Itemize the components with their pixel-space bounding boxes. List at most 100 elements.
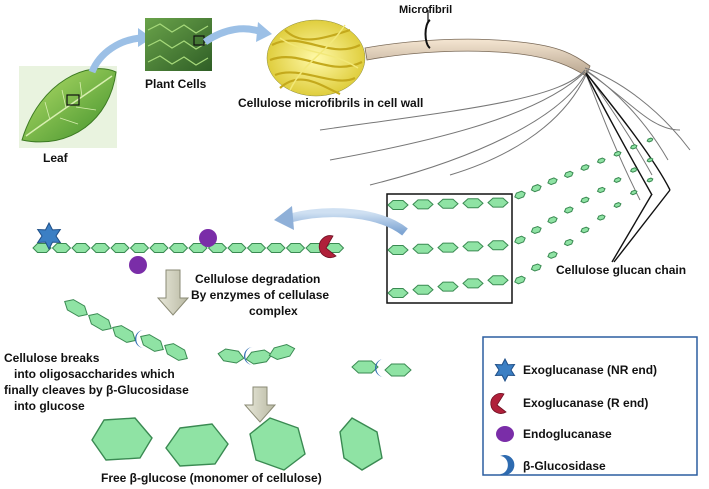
glucose-unit [514,235,526,245]
glucose-unit [149,243,169,253]
glucose-unit [646,157,654,163]
microfibril-label: Microfibril [399,4,452,16]
cells-to-fibrils-arrow [202,22,272,45]
oligosaccharide-fragments [64,299,412,377]
glucan-pointer-line-1 [611,193,653,263]
breaks-label-1: Cellulose breaks [4,351,100,365]
legend-label-exo-nr: Exoglucanase (NR end) [523,363,657,377]
legend-label-beta-glucosidase: β-Glucosidase [523,459,606,473]
glucose-unit [412,243,434,254]
glucose-unit [514,275,526,285]
glucose-unit [285,243,306,253]
glucose-unit [613,150,622,157]
plant-cells-image [145,18,212,71]
glucan-pointer-line-2 [613,189,671,263]
glucose-unit [530,263,542,272]
circle-icon [496,426,514,442]
breaks-label-3: finally cleaves by β-Glucosidase [4,383,189,397]
glucose-unit [268,343,296,361]
degradation-label-1: Cellulose degradation [195,272,320,286]
glucose-unit [487,240,509,251]
glucose-unit [110,243,130,253]
glucose-unit [563,238,574,247]
glucose-unit [437,198,459,209]
glucose-unit [351,360,379,374]
exoglucanase-nr-on-chain [36,221,62,251]
glucose-unit [246,243,267,253]
glucose-unit [90,243,111,253]
beta-glucosidase-icon [135,330,144,348]
glucose-unit [51,243,72,253]
glucose-unit [580,226,590,234]
glucose-unit [613,177,622,183]
cell-wall-label: Cellulose microfibrils in cell wall [238,96,423,110]
free-glucose-label: Free β-glucose (monomer of cellulose) [101,471,322,485]
free-glucose-monomers [91,417,383,471]
glucose-unit [596,186,606,194]
glucose-unit [140,334,164,352]
down-arrow-1 [156,269,190,316]
glucose-unit [71,243,91,253]
glucose-unit [164,343,188,361]
glucose-unit [514,190,526,200]
glucose-unit [412,284,434,295]
crescent-icon [500,455,515,475]
glucose-unit [437,242,459,253]
glucose-unit [387,245,409,255]
glucose-unit [462,198,484,209]
glucose-unit [462,241,484,252]
breaks-label-4: into glucose [14,399,85,413]
degradation-label-2: By enzymes of cellulase [191,288,329,302]
glucose-unit [88,313,112,331]
box-to-chain-arrow [274,206,408,236]
glucose-unit [245,349,273,365]
glucan-chains [387,137,654,298]
glucose-unit [437,281,459,292]
legend-label-endo: Endoglucanase [523,427,612,441]
leaf-label: Leaf [43,151,69,165]
glucose-unit [217,348,245,364]
legend-label-exo-r: Exoglucanase (R end) [523,396,648,410]
glucose-unit [580,196,590,204]
glucose-unit [387,200,409,210]
glucose-unit [64,299,88,317]
glucose-unit [387,288,409,298]
glucan-chain-label: Cellulose glucan chain [556,263,686,277]
glucose-unit [613,202,622,208]
down-arrow-2 [243,386,277,423]
star-icon [494,357,516,383]
leaf-image [19,66,117,148]
glucose-unit [547,177,558,186]
glucose-unit [547,216,558,224]
glucose-unit [530,184,542,193]
glucose-unit [646,137,654,143]
breaks-label-2: into oligosaccharides which [14,367,175,381]
exoglucanase-r-on-chain [318,235,337,259]
beta-glucosidase-icon [375,359,384,377]
glucose-unit [32,243,52,253]
microfibril-oval-image [266,19,366,97]
glucose-unit [580,164,590,171]
glucose-unit [563,206,574,214]
pacman-icon [490,393,507,414]
glucose-unit [227,243,247,253]
legend: Exoglucanase (NR end) Exoglucanase (R en… [482,336,698,476]
endoglucanase-on-chain [129,229,217,274]
glucose-unit [188,243,208,253]
glucose-unit [646,177,654,183]
glucose-unit [629,144,638,150]
glucose-unit [487,275,509,286]
glucose-unit [596,214,606,221]
glucose-unit [563,170,574,178]
glucose-unit [596,157,606,164]
beta-glucosidase-icon [244,347,253,365]
glucose-unit [487,197,509,208]
leaf-to-cells-arrow [88,28,152,74]
glucose-unit [530,225,542,235]
degradation-label-3: complex [249,304,298,318]
microfibril-bundle [319,10,691,201]
glucose-unit [112,325,136,343]
cellulose-chain [32,243,345,253]
glucose-unit [412,199,434,210]
